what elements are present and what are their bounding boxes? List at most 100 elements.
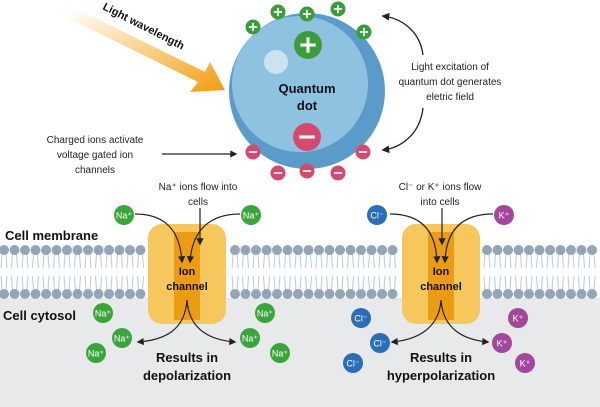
- excitation-text-3: eletric field: [426, 92, 474, 103]
- svg-text:Na⁺: Na⁺: [272, 349, 289, 359]
- positive-charge-icon: [270, 4, 286, 20]
- lipid: [545, 245, 555, 299]
- lipid: [576, 245, 587, 299]
- lipid: [314, 245, 324, 299]
- svg-text:K⁺: K⁺: [513, 314, 524, 324]
- na-flow-text-2: cells: [188, 197, 208, 208]
- lipid: [555, 245, 566, 299]
- svg-text:K⁺: K⁺: [497, 339, 508, 349]
- cell-membrane-label: Cell membrane: [5, 228, 98, 243]
- na-in-arrow-left: [134, 213, 186, 264]
- positive-charge-icon: [299, 6, 315, 22]
- result2-line2: hyperpolarization: [387, 368, 495, 383]
- light-wavelength-arrow: [68, 8, 225, 92]
- svg-text:Na⁺: Na⁺: [116, 211, 133, 221]
- na-out-arrow-right: [186, 299, 237, 346]
- lipid: [335, 245, 345, 299]
- k-out-arrow: [440, 299, 490, 346]
- na-flow-text-1: Na⁺ ions flow into: [159, 182, 238, 193]
- clk-flow-text-2: into cells: [421, 197, 460, 208]
- negative-charge-icon: [299, 163, 315, 179]
- positive-charge-icon: [294, 31, 322, 59]
- lipid: [272, 245, 282, 299]
- negative-charge-icon: [270, 165, 286, 181]
- lipid: [303, 245, 314, 299]
- svg-text:Cl⁻: Cl⁻: [370, 211, 383, 221]
- sodium-ion-icon: Na⁺: [112, 328, 132, 348]
- positive-charge-icon: [330, 1, 346, 17]
- chloride-ion-icon: Cl⁻: [367, 205, 387, 225]
- channel1-label-1: Ion: [179, 266, 196, 278]
- lipid: [534, 245, 545, 299]
- cell-cytosol-label: Cell cytosol: [3, 308, 76, 323]
- excitation-arrow-up: [381, 12, 424, 56]
- excitation-text-1: Light excitation of: [411, 62, 489, 73]
- lipid: [135, 245, 146, 299]
- excitation-text-2: quantum dot generates: [399, 77, 502, 88]
- svg-text:K⁺: K⁺: [499, 211, 510, 221]
- svg-text:Na⁺: Na⁺: [88, 349, 105, 359]
- positive-charge-icon: [245, 19, 261, 35]
- sodium-ion-icon: Na⁺: [93, 303, 113, 323]
- lipid: [524, 245, 534, 299]
- svg-text:Na⁺: Na⁺: [242, 334, 259, 344]
- lipid: [377, 245, 387, 299]
- lipid: [30, 245, 41, 299]
- channel2-label-1: Ion: [433, 266, 450, 278]
- ions: Na⁺Na⁺Na⁺Na⁺Na⁺Na⁺Na⁺Na⁺Cl⁻Cl⁻Cl⁻Cl⁻K⁺K⁺…: [86, 205, 535, 373]
- positive-charge-icon: [356, 24, 372, 40]
- chloride-ion-icon: Cl⁻: [370, 333, 390, 353]
- lipid: [83, 245, 93, 299]
- lipid: [20, 245, 30, 299]
- potassium-ion-icon: K⁺: [494, 205, 514, 225]
- cl-in-arrow: [389, 213, 441, 264]
- lipid: [513, 245, 524, 299]
- lipid: [230, 245, 240, 299]
- lipid: [251, 245, 261, 299]
- na-in-arrow-right: [186, 213, 241, 264]
- sodium-ion-icon: Na⁺: [240, 328, 260, 348]
- channel1-label-2: channel: [166, 281, 208, 293]
- svg-text:Cl⁻: Cl⁻: [354, 314, 367, 324]
- potassium-ion-icon: K⁺: [508, 308, 528, 328]
- potassium-ion-icon: K⁺: [492, 333, 512, 353]
- lipid: [0, 245, 9, 299]
- svg-text:K⁺: K⁺: [520, 359, 531, 369]
- quantum-dot-label-line1: Quantum: [278, 81, 335, 96]
- svg-text:Cl⁻: Cl⁻: [346, 359, 359, 369]
- svg-text:Na⁺: Na⁺: [243, 211, 260, 221]
- activation-text-1: Charged ions activate: [47, 135, 144, 146]
- lipid: [41, 245, 51, 299]
- lipid: [356, 245, 366, 299]
- clk-flow-text-1: Cl⁻ or K⁺ ions flow: [399, 182, 483, 193]
- k-in-arrow: [441, 213, 494, 264]
- svg-text:Na⁺: Na⁺: [114, 334, 131, 344]
- channel2-label-2: channel: [420, 281, 462, 293]
- lipid: [387, 245, 398, 299]
- chloride-ion-icon: Cl⁻: [351, 308, 371, 328]
- svg-text:Cl⁻: Cl⁻: [373, 339, 386, 349]
- lipid: [114, 245, 125, 299]
- lipid: [240, 245, 251, 299]
- chloride-ion-icon: Cl⁻: [343, 353, 363, 373]
- lipid: [72, 245, 83, 299]
- lipid: [261, 245, 272, 299]
- activation-text-2: voltage gated ion: [57, 150, 133, 161]
- quantum-dot: [229, 13, 385, 169]
- lipid: [104, 245, 114, 299]
- lipid: [503, 245, 513, 299]
- ion-channel-sodium: [148, 224, 226, 324]
- negative-charge-icon: [355, 144, 371, 160]
- sodium-ion-icon: Na⁺: [114, 205, 134, 225]
- lipid: [482, 245, 492, 299]
- cell-membrane: [0, 245, 597, 299]
- lipid: [51, 245, 62, 299]
- excitation-arrow-down: [381, 107, 424, 154]
- result1-line2: depolarization: [143, 368, 231, 383]
- quantum-dot-label-line2: dot: [297, 98, 318, 113]
- lipid: [125, 245, 135, 299]
- sodium-ion-icon: Na⁺: [86, 343, 106, 363]
- lipid: [62, 245, 72, 299]
- charges: [245, 1, 372, 181]
- negative-charge-icon: [330, 165, 346, 181]
